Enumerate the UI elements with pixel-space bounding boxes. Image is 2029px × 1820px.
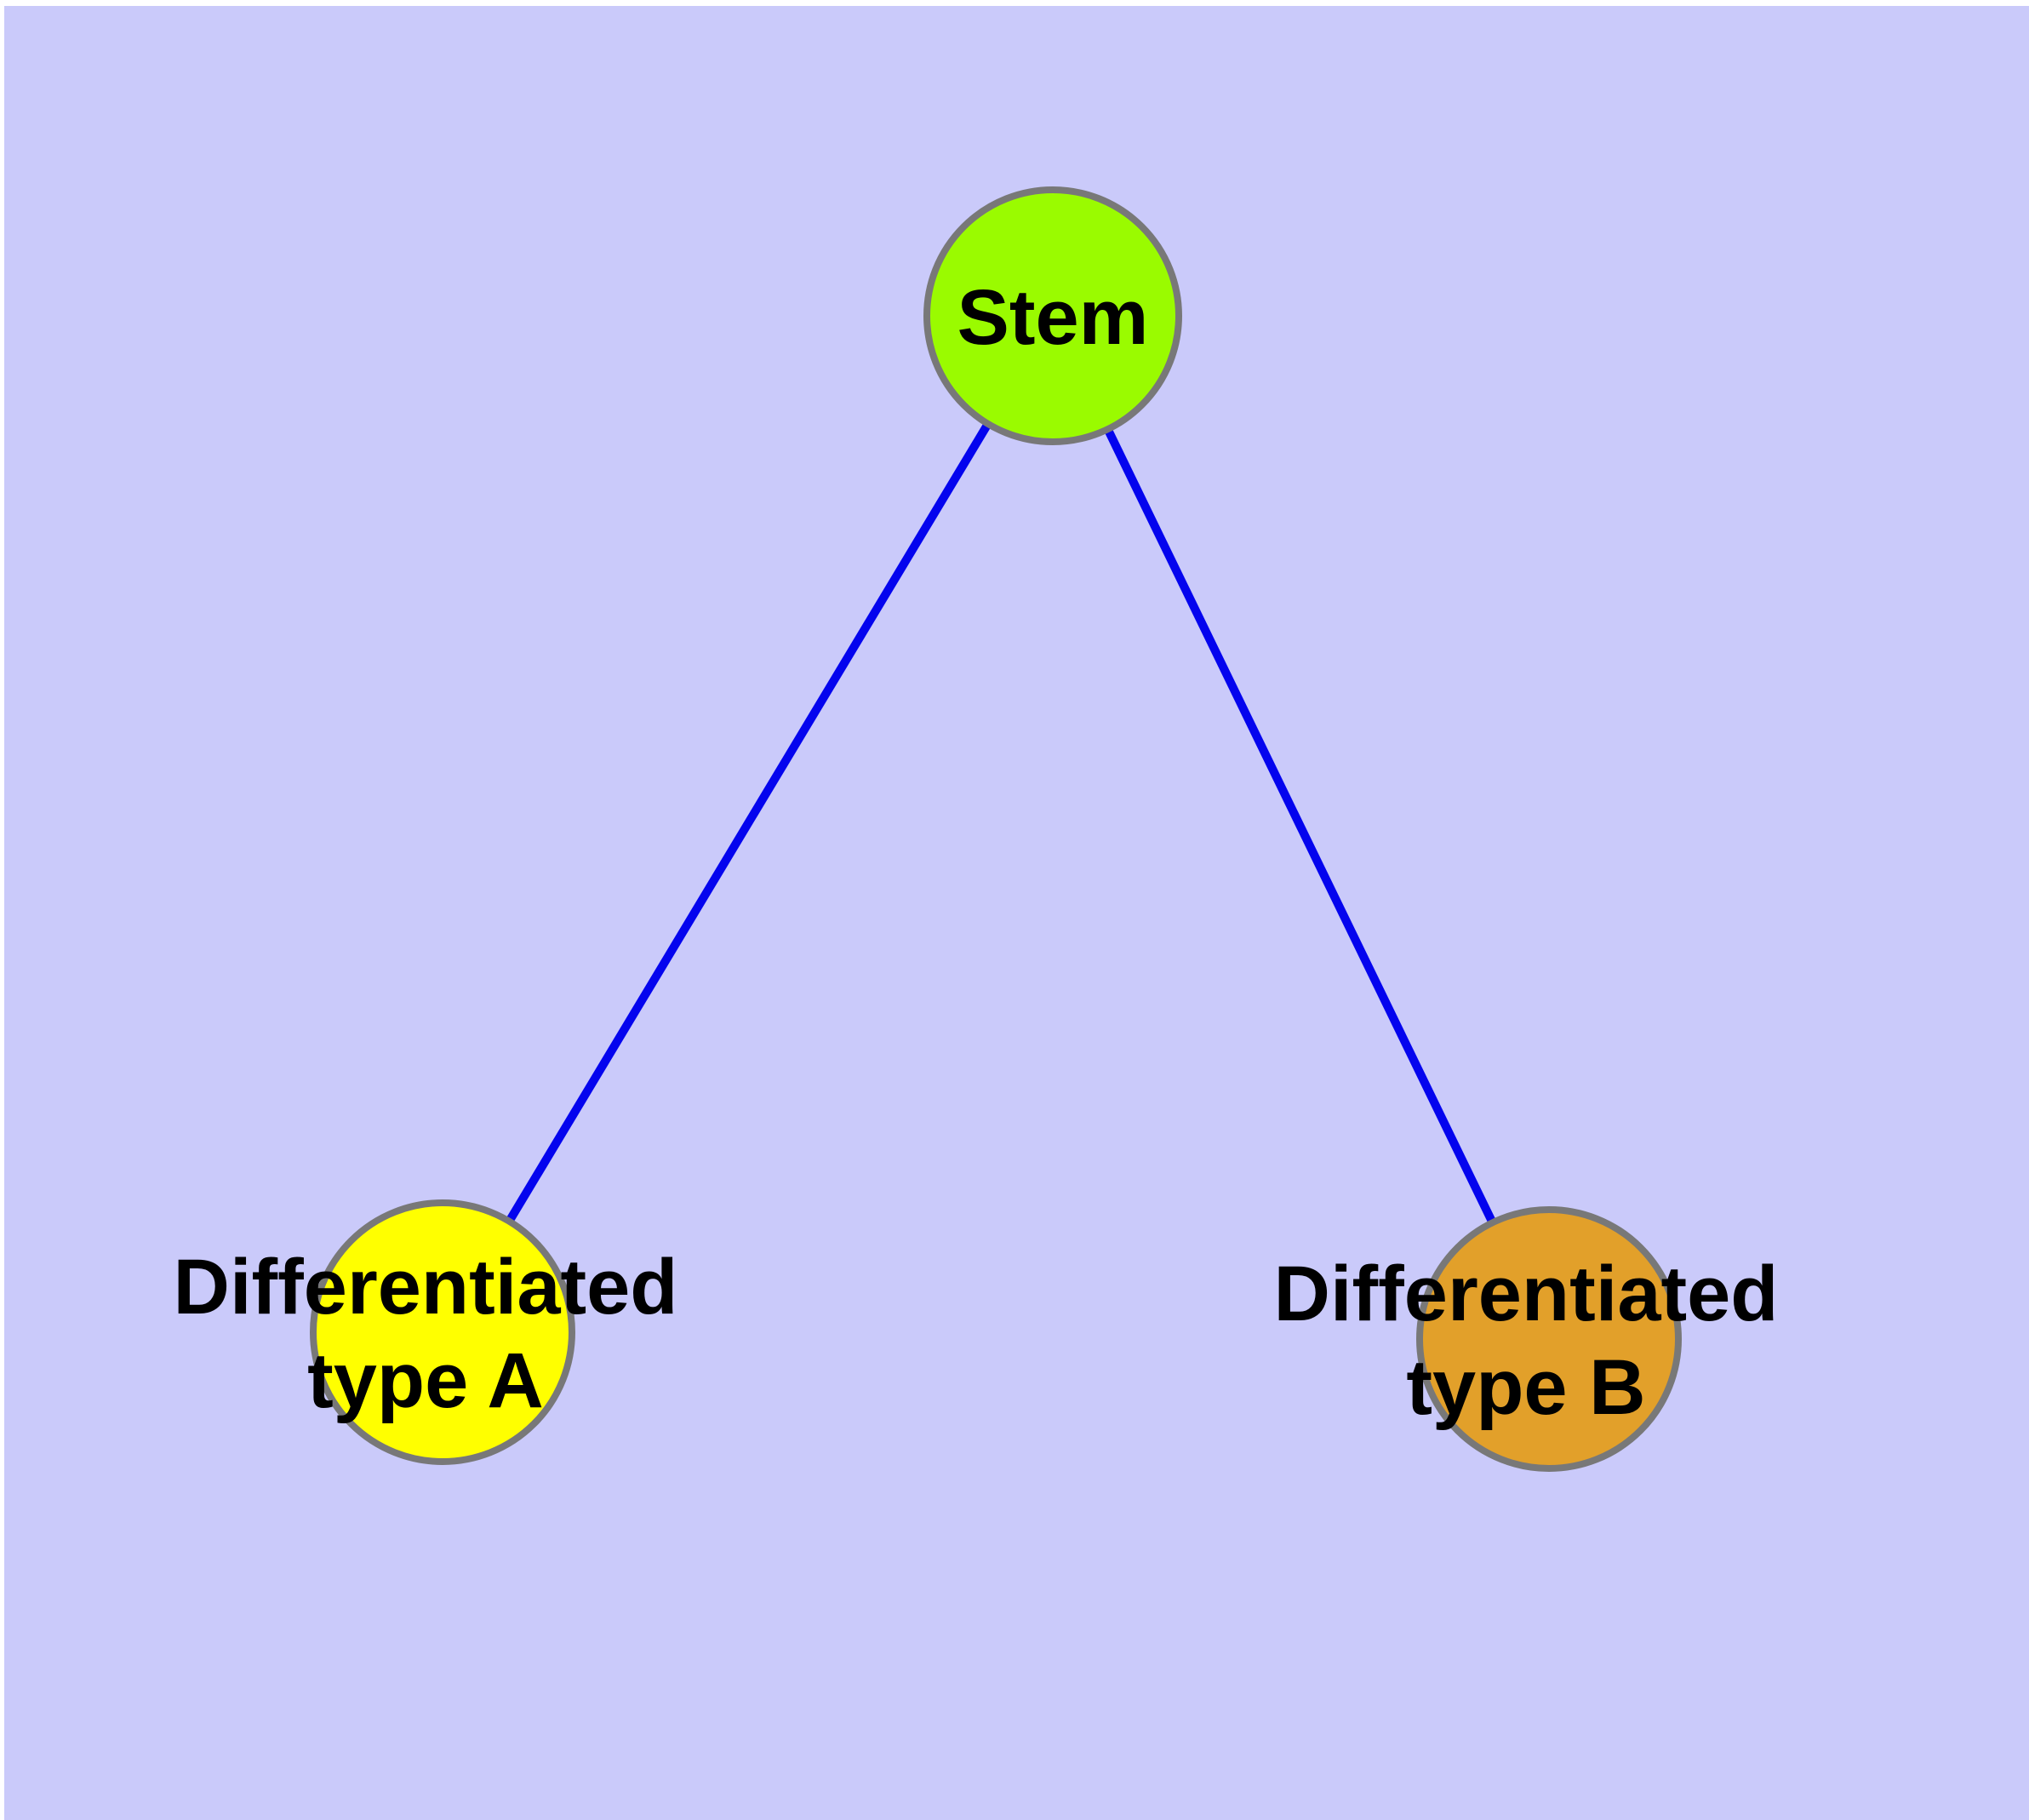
edge-stem-to-type-a xyxy=(438,313,1057,1335)
node-stem-label: Stem xyxy=(957,274,1149,361)
node-type-b-label-line1: Differentiated xyxy=(1274,1251,1779,1337)
node-type-a-label-line2: type A xyxy=(307,1337,544,1424)
node-type-a-label-line1: Differentiated xyxy=(174,1244,678,1331)
node-type-b-label-line2: type B xyxy=(1406,1344,1645,1431)
node-type-a-circle xyxy=(310,1199,575,1465)
node-stem-circle xyxy=(923,186,1182,445)
edge-stem-to-type-b xyxy=(1049,313,1553,1342)
node-type-b-circle xyxy=(1416,1206,1682,1472)
